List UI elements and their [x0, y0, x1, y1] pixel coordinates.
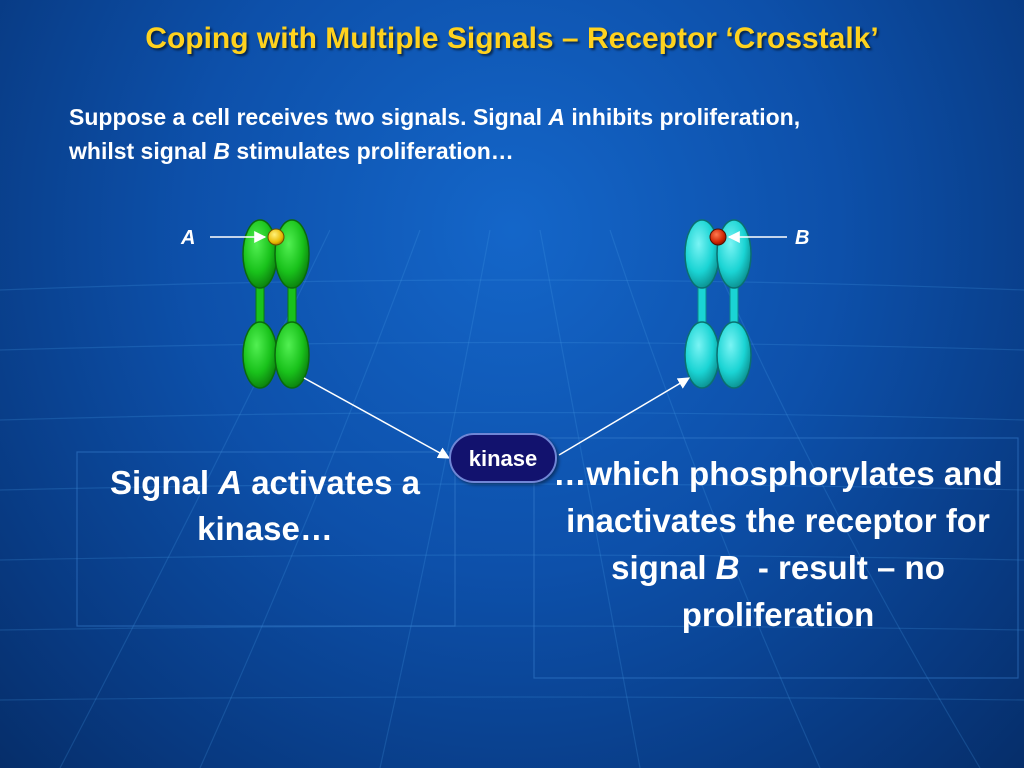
label-b: B	[795, 227, 809, 249]
ligand-b-icon	[709, 228, 727, 246]
kinase-node	[449, 433, 557, 483]
right-part-1: …which phosphorylates and inactivates th…	[553, 455, 1003, 586]
label-a: A	[180, 227, 195, 249]
kinase-label: kinase	[468, 446, 538, 471]
ligand-a-icon	[267, 228, 285, 246]
result-explanation: …which phosphorylates and inactivates th…	[540, 450, 1016, 638]
intro-part-2: inhibits proliferation, whilst signal	[69, 104, 801, 164]
arrow-kinase-to-receptor-b	[558, 377, 691, 456]
right-text-frame	[533, 437, 1019, 679]
intro-part-1: Suppose a cell receives two signals. Sig…	[69, 104, 549, 130]
right-part-2: - result – no proliferation	[681, 549, 955, 633]
left-part-2: activates a kinase…	[197, 464, 420, 547]
slide-title: Coping with Multiple Signals – Receptor …	[145, 22, 879, 55]
intro-signal-b: B	[213, 138, 231, 164]
right-signal-b: B	[715, 549, 740, 586]
arrow-receptor-a-to-kinase	[303, 377, 451, 459]
signal-a-explanation: Signal A activates a kinase…	[85, 460, 445, 552]
left-text-frame	[76, 451, 456, 627]
intro-part-3: stimulates proliferation…	[230, 138, 514, 164]
intro-signal-a: A	[548, 104, 565, 130]
left-part-1: Signal	[110, 464, 219, 501]
intro-text: Suppose a cell receives two signals. Sig…	[69, 100, 829, 168]
left-signal-a: A	[218, 464, 243, 501]
